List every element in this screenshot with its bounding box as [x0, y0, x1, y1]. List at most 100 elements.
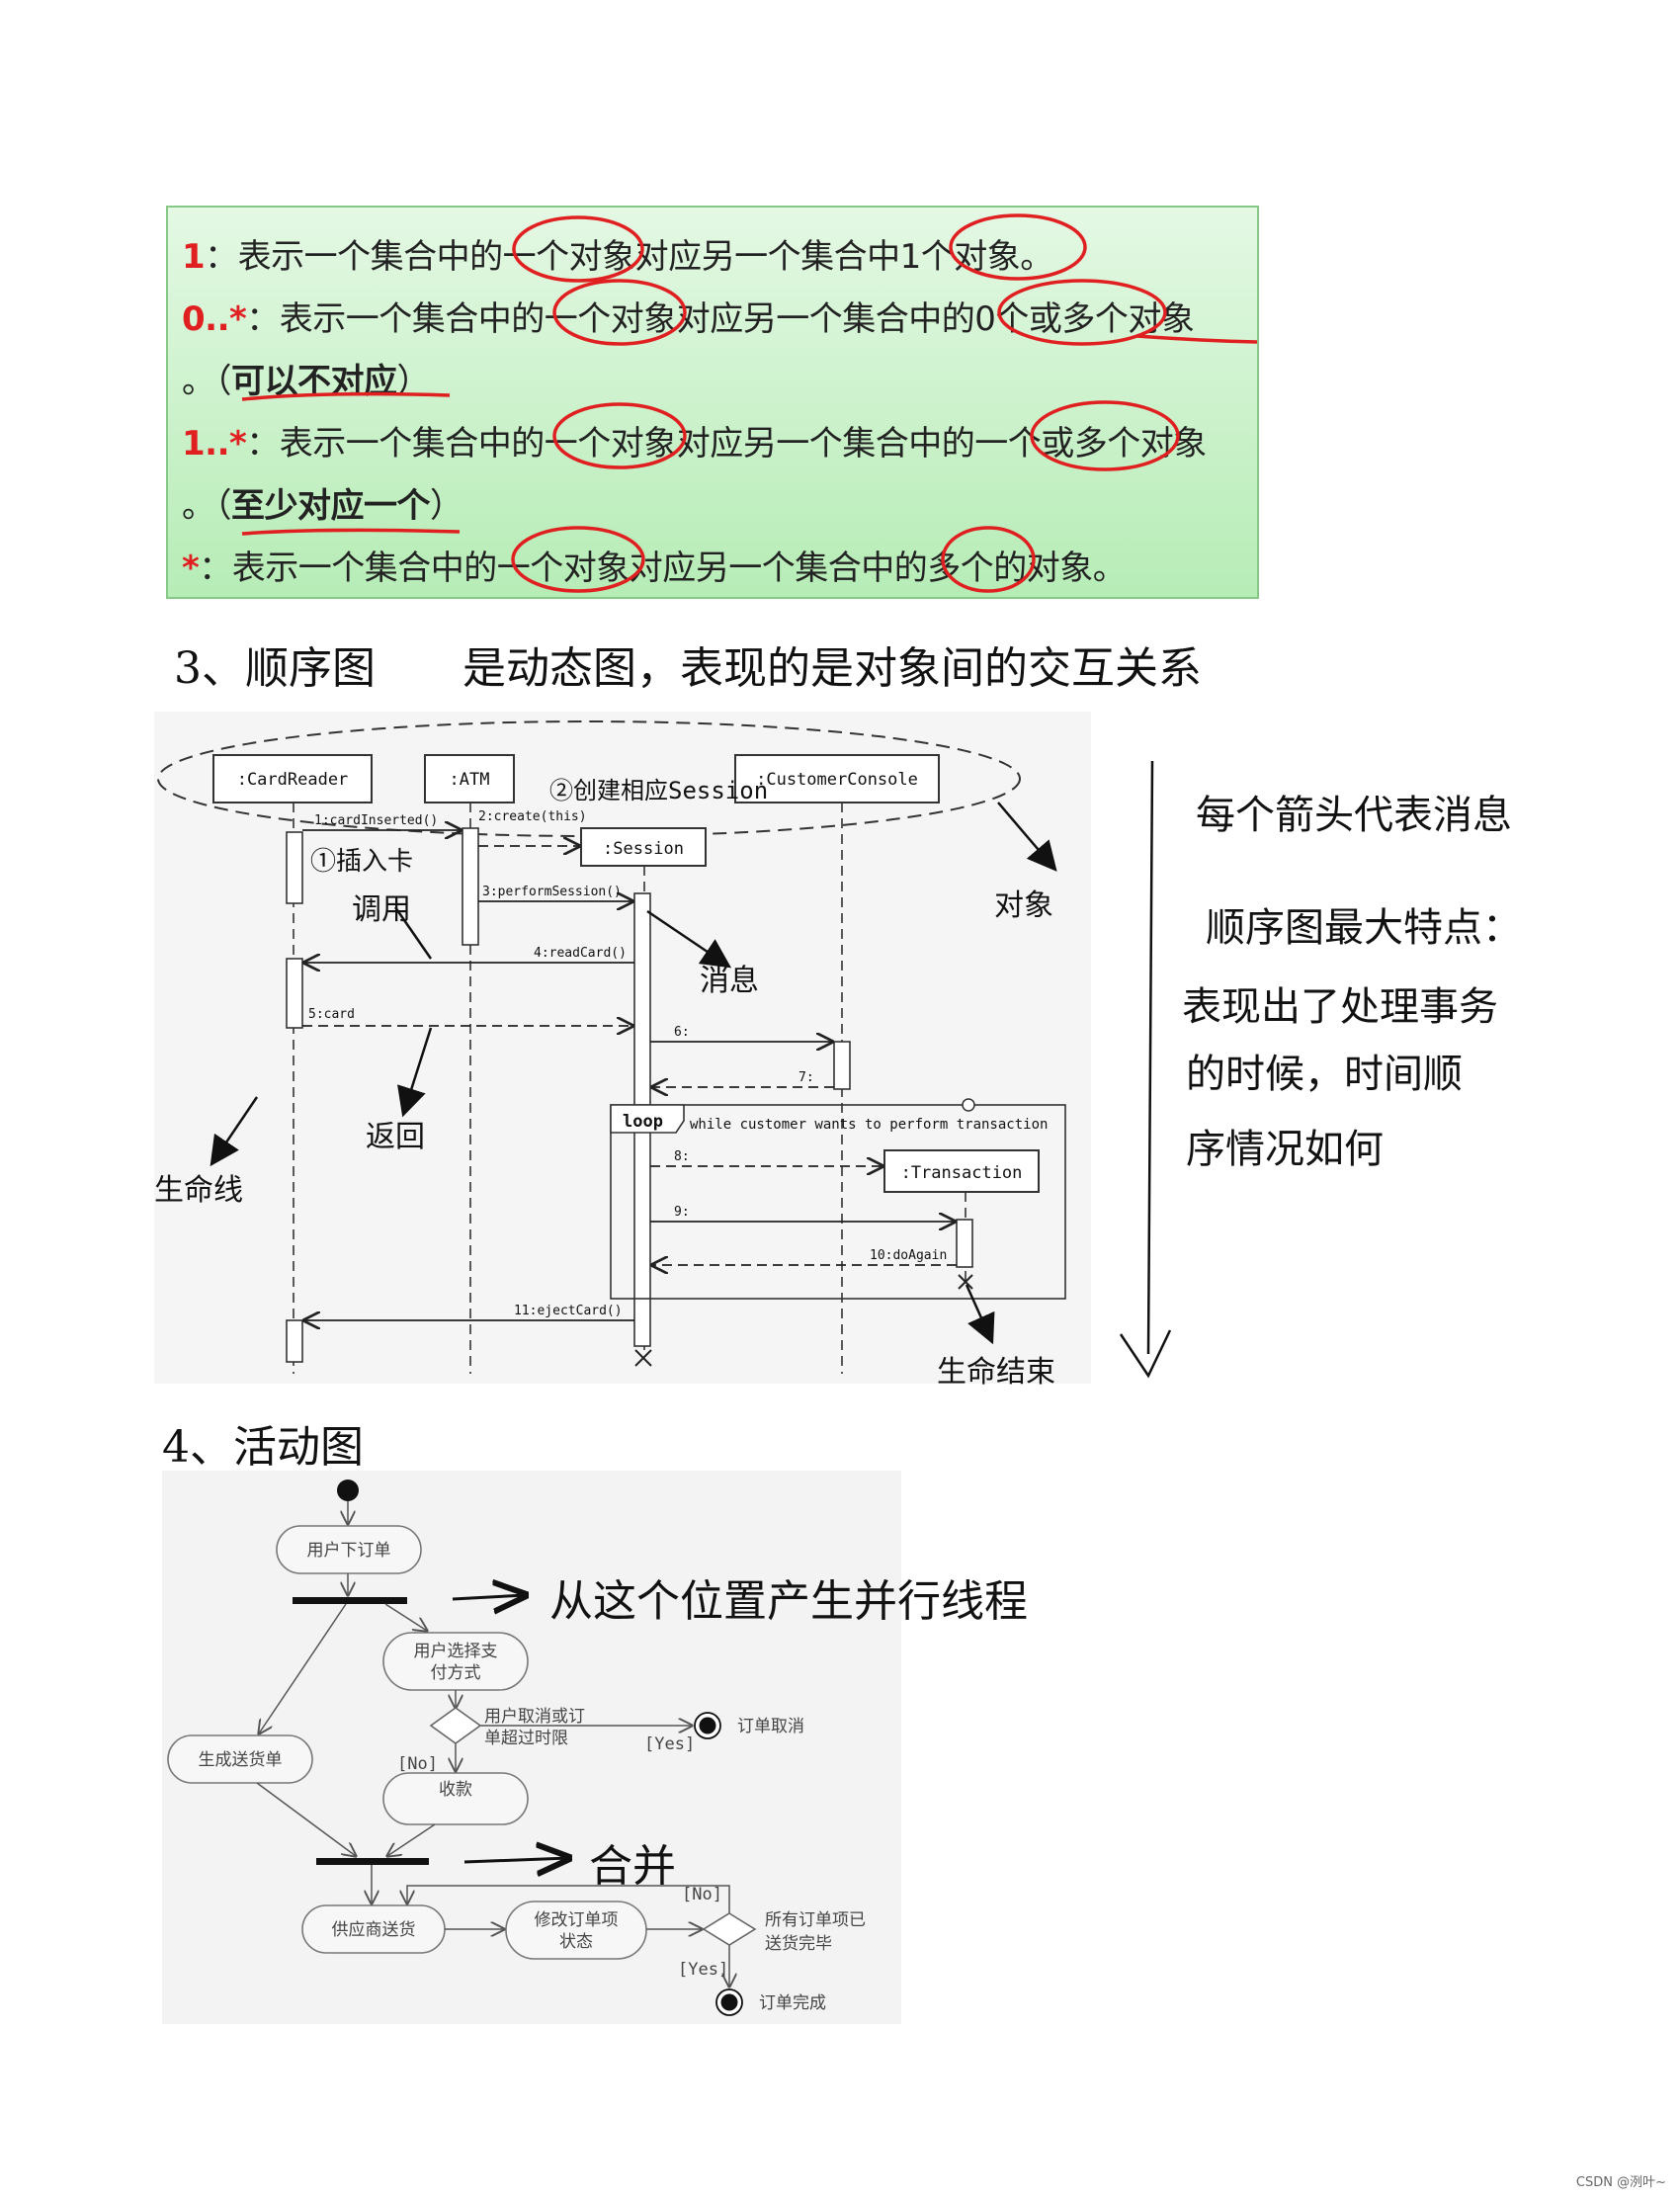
label-choose-payment-2: 付方式 — [431, 1663, 481, 1683]
sequence-heading: 3、顺序图 — [174, 643, 376, 694]
guard-no-1: [No] — [397, 1754, 438, 1774]
msg-7-label: 7: — [798, 1070, 814, 1085]
sequence-heading-note: 是动态图，表现的是对象间的交互关系 — [462, 643, 1202, 694]
arrow-fork-note — [452, 1595, 526, 1599]
underline-optional — [241, 391, 451, 401]
object-transaction-box — [883, 1149, 1040, 1193]
guard-all-shipped-1: 所有订单项已 — [765, 1910, 866, 1930]
object-cardreader-label: :CardReader — [237, 770, 349, 790]
session-destroy-mark — [634, 1349, 652, 1367]
guard-yes-2: [Yes] — [678, 1960, 728, 1980]
end-node-done-dot — [720, 1993, 738, 2011]
loop-guard: while customer wants to perform transact… — [690, 1117, 1048, 1133]
msg-5-label: 5:card — [308, 1007, 355, 1022]
note-lifeline: 生命线 — [154, 1173, 243, 1208]
mult-line-1: 1：表示一个集合中的一个对象对应另一个集合中1个对象。 — [182, 237, 1053, 277]
flow-collect-to-join — [387, 1823, 436, 1856]
note-return: 返回 — [366, 1120, 425, 1154]
msg-9-label: 9: — [674, 1205, 690, 1220]
note-insert-card: ①插入卡 — [310, 847, 413, 877]
mult-line-2: 0..*：表示一个集合中的一个对象对应另一个集合中的0个或多个对象 — [182, 299, 1195, 339]
side-note-5: 序情况如何 — [1186, 1127, 1384, 1172]
time-axis-arrowhead — [1119, 1329, 1172, 1379]
underline-at-least-one — [241, 528, 461, 536]
label-place-order: 用户下订单 — [307, 1541, 391, 1561]
msg-2-label: 2:create(this) — [478, 809, 587, 824]
activation-cardreader-1 — [286, 831, 303, 904]
mult-line-5: 。（至少对应一个） — [182, 486, 463, 526]
object-session-label: :Session — [603, 839, 684, 859]
multiplicity-box: 1：表示一个集合中的一个对象对应另一个集合中1个对象。 0..*：表示一个集合中… — [166, 206, 1259, 599]
msg-1-label: 1:cardInserted() — [314, 813, 438, 828]
label-order-done: 订单完成 — [759, 1993, 826, 2013]
activation-customerconsole — [833, 1041, 851, 1090]
label-collect: 收款 — [439, 1780, 472, 1800]
label-supplier-ship: 供应商送货 — [332, 1920, 416, 1940]
object-cardreader-box — [212, 754, 373, 803]
sequence-diagram: :CardReader :ATM :CustomerConsole :Sessi… — [154, 720, 1172, 1390]
arrow-end-of-life-note — [965, 1284, 995, 1345]
msg-4-label: 4:readCard() — [534, 946, 627, 961]
underline-object-2 — [1135, 334, 1258, 344]
note-message: 消息 — [700, 964, 759, 998]
activity-heading: 4、活动图 — [162, 1422, 364, 1473]
circle-one-object-4 — [511, 526, 645, 593]
fork-bar — [293, 1597, 407, 1604]
guard-all-shipped-2: 送货完毕 — [765, 1934, 832, 1954]
circle-one-object-target-1 — [949, 213, 1087, 281]
transaction-destroy-mark — [958, 1274, 973, 1290]
circle-one-object-3 — [552, 402, 687, 469]
loop-label: loop — [623, 1112, 663, 1132]
object-session-box — [580, 827, 707, 867]
node-collect — [382, 1772, 529, 1825]
loop-tag — [610, 1104, 685, 1134]
msg-11-label: 11:ejectCard() — [514, 1304, 623, 1318]
side-note-2: 顺序图最大特点： — [1206, 905, 1522, 951]
time-axis-line — [1146, 760, 1154, 1355]
note-create-session-1: ②创建相应Session — [549, 777, 768, 804]
activation-cardreader-2 — [286, 958, 303, 1029]
decision-all-shipped — [702, 1912, 757, 1946]
note-object: 对象 — [994, 888, 1053, 923]
guard-yes-1: [Yes] — [644, 1734, 695, 1754]
flow-fork-to-delivery — [259, 1603, 347, 1733]
circle-many — [941, 526, 1036, 593]
note-call: 调用 — [352, 892, 411, 927]
activation-atm — [462, 827, 479, 946]
arrow-join-note — [463, 1858, 569, 1862]
flow-delivery-to-join — [256, 1782, 356, 1856]
circle-one-object-1 — [512, 215, 644, 283]
msg-8-label: 8: — [674, 1149, 690, 1164]
arrow-to-object-note — [997, 802, 1057, 872]
side-note-3: 表现出了处理事务 — [1182, 984, 1498, 1030]
mult-line-6: *：表示一个集合中的一个对象对应另一个集合中的多个的对象。 — [182, 549, 1127, 588]
circle-one-object-2 — [552, 279, 687, 346]
object-customerconsole-box — [734, 754, 940, 803]
label-order-cancelled: 订单取消 — [737, 1717, 804, 1736]
guard-cancel-cond-2: 单超过时限 — [484, 1729, 568, 1748]
note-fork: 从这个位置产生并行线程 — [549, 1576, 1028, 1627]
flow-fork-to-payment — [384, 1603, 427, 1631]
side-note-1: 每个箭头代表消息 — [1196, 793, 1512, 838]
guard-no-2: [No] — [682, 1885, 722, 1904]
node-gen-delivery — [167, 1734, 313, 1784]
end-node-cancel-dot — [699, 1717, 716, 1734]
join-bar — [316, 1858, 429, 1865]
msg-6-label: 6: — [674, 1025, 690, 1040]
arrow-to-message-note — [646, 909, 732, 969]
circle-one-or-more — [1030, 400, 1180, 471]
loop-guard-marker — [962, 1098, 975, 1112]
label-modify-status-1: 修改订单项 — [535, 1910, 619, 1930]
side-note-4: 的时候，时间顺 — [1186, 1052, 1463, 1097]
arrow-return-note — [397, 1027, 433, 1118]
guard-cancel-cond-1: 用户取消或订 — [484, 1707, 585, 1727]
arrow-lifeline-note — [210, 1096, 259, 1167]
object-atm-label: :ATM — [450, 770, 490, 790]
msg-10-label: 10:doAgain — [870, 1248, 947, 1263]
object-transaction-label: :Transaction — [901, 1163, 1023, 1183]
node-place-order — [276, 1525, 422, 1574]
note-join: 合并 — [589, 1841, 676, 1892]
loop-frame — [610, 1104, 1066, 1300]
activation-cardreader-3 — [286, 1319, 303, 1363]
